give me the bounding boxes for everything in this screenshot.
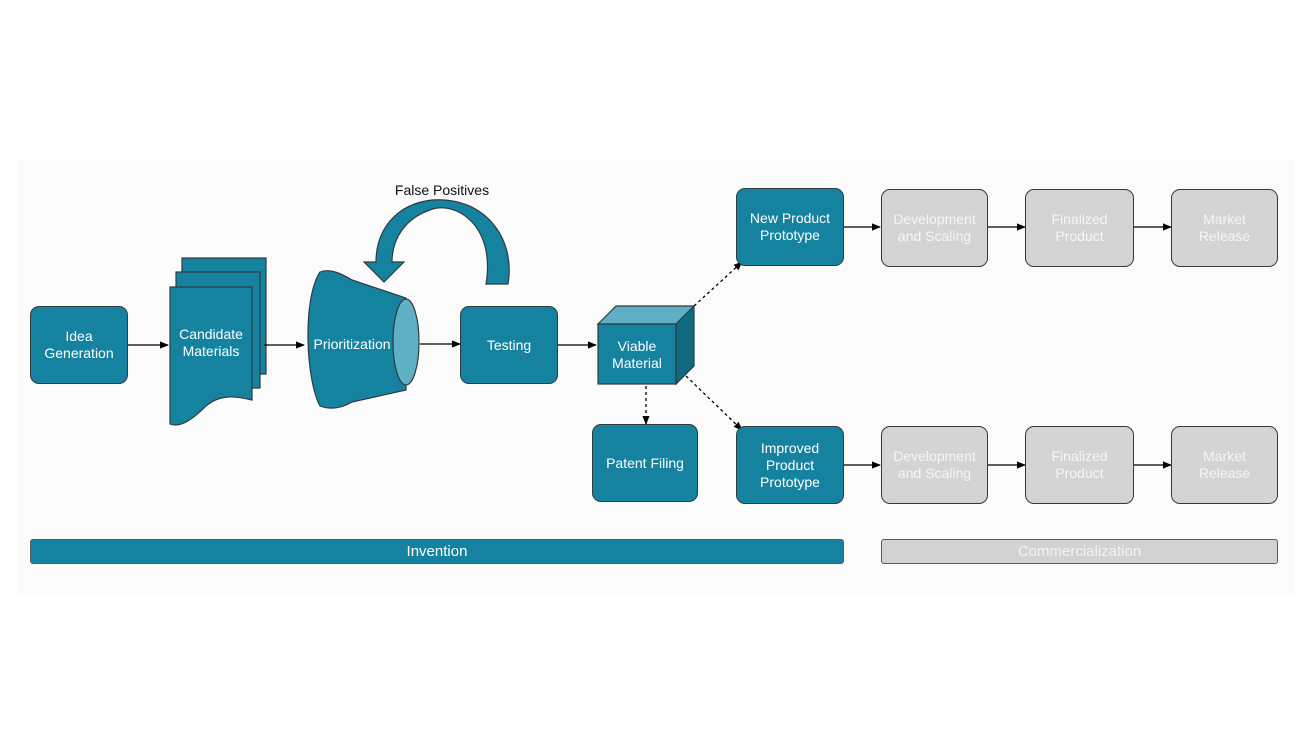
finalized-product-node-top: Finalized Product [1025,189,1134,267]
invention-phase-bar: Invention [30,539,844,564]
development-scaling-node-bottom: Development and Scaling [881,426,988,504]
cube-icon [596,304,696,386]
improved-product-prototype-node: Improved Product Prototype [736,426,844,504]
candidate-materials-label: Candidate Materials [179,326,243,359]
commercialization-phase-bar: Commercialization [881,539,1278,564]
finalized-product-node-bottom: Finalized Product [1025,426,1134,504]
testing-node: Testing [460,306,558,384]
market-release-node-top: Market Release [1171,189,1278,267]
patent-filing-node: Patent Filing [592,424,698,502]
development-scaling-node-top: Development and Scaling [881,189,988,267]
document-stack-icon [169,257,267,426]
new-product-prototype-node: New Product Prototype [736,188,844,266]
funnel-icon [307,270,420,409]
idea-generation-node: Idea Generation [30,306,128,384]
connectors [128,223,1172,469]
curved-arrow-icon [362,199,510,285]
market-release-node-bottom: Market Release [1171,426,1278,504]
viable-material-label: Viable Material [612,338,662,371]
false-positives-label: False Positives [394,182,490,198]
prioritization-label: Prioritization [313,335,391,352]
